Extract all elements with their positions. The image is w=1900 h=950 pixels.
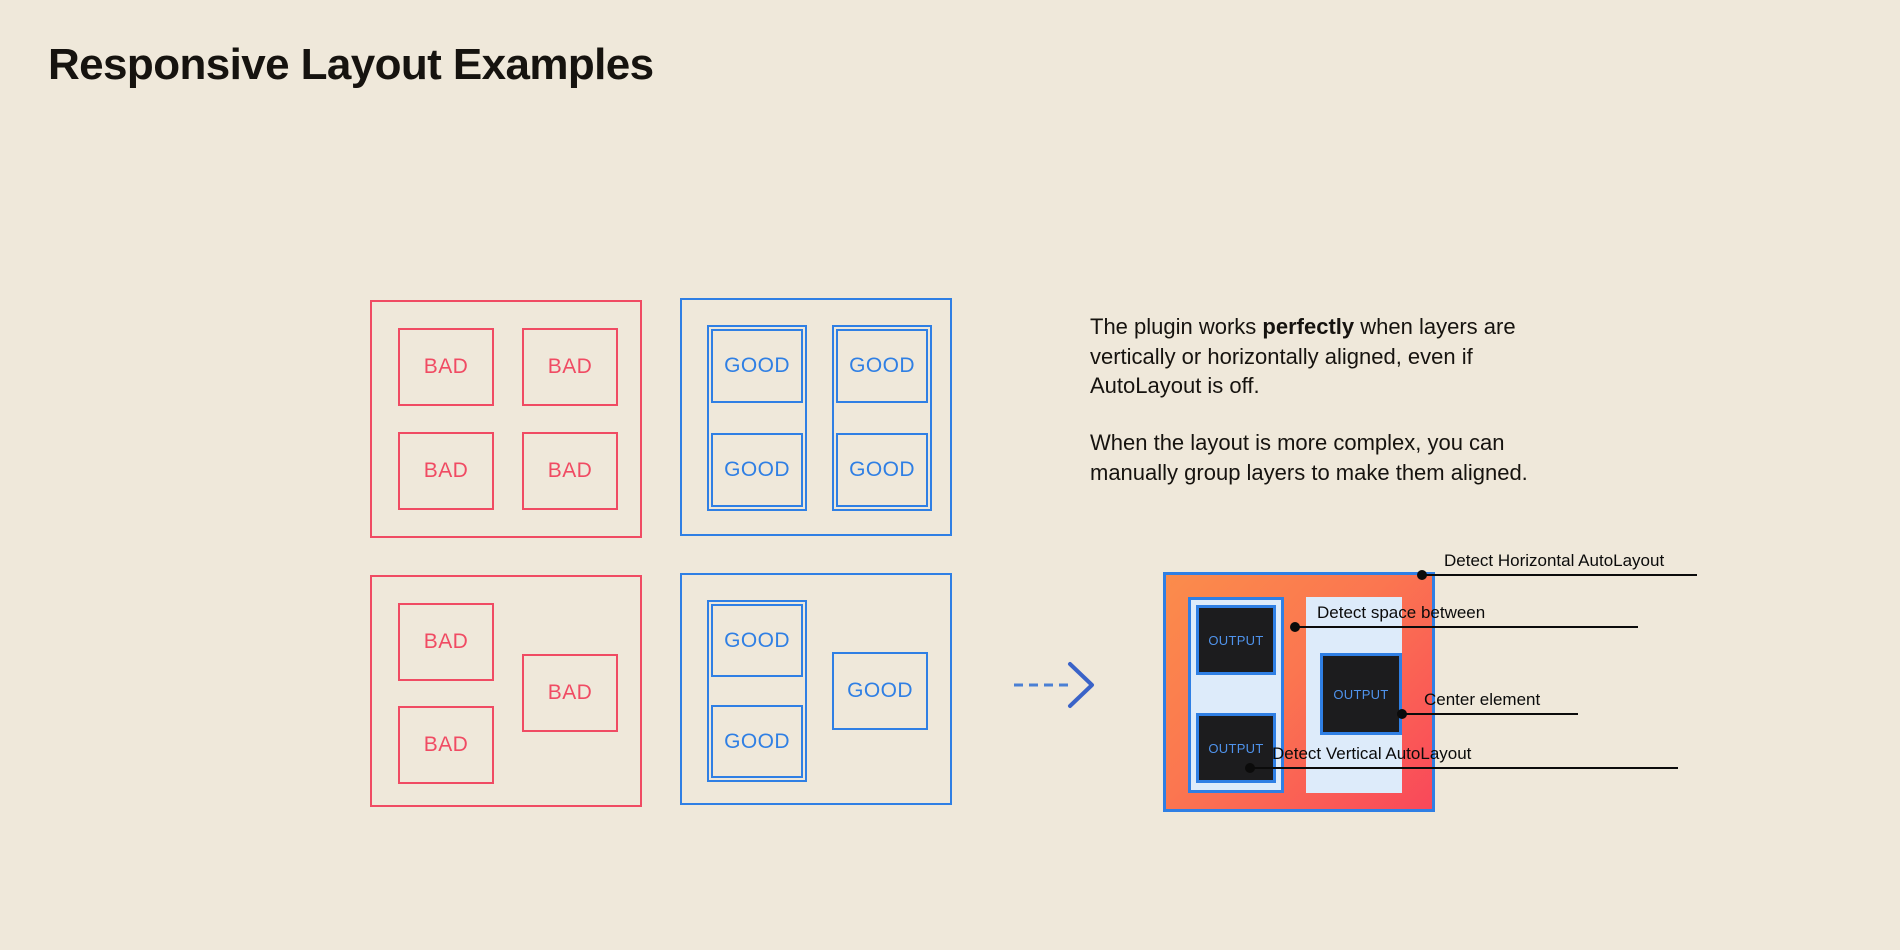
example-box-good: GOOD: [836, 433, 928, 507]
example-box-good: GOOD: [711, 705, 803, 778]
description-paragraph-1: The plugin works perfectly when layers a…: [1090, 312, 1560, 401]
result-column-right: OUTPUT: [1306, 597, 1402, 793]
example-box-bad: BAD: [522, 432, 618, 510]
annotation-detect-horizontal-autolayout: Detect Horizontal AutoLayout: [1417, 551, 1697, 580]
copy-1-before: The plugin works: [1090, 314, 1263, 339]
page-title: Responsive Layout Examples: [48, 40, 654, 89]
example-box-good: GOOD: [711, 329, 803, 403]
example-box-bad: BAD: [522, 328, 618, 406]
example-box-bad: BAD: [398, 328, 494, 406]
example-panel-good-grouped: GOOD GOOD GOOD: [680, 573, 952, 805]
example-box-good: GOOD: [832, 652, 928, 730]
copy-1-emphasis: perfectly: [1262, 314, 1355, 339]
layer-group: [832, 325, 932, 511]
annotation-label: Center element: [1424, 690, 1541, 709]
annotation-label: Detect Horizontal AutoLayout: [1444, 551, 1665, 570]
description-paragraph-2: When the layout is more complex, you can…: [1090, 430, 1528, 485]
annotation-detect-vertical-autolayout: Detect Vertical AutoLayout: [1245, 744, 1678, 773]
example-box-good: GOOD: [836, 329, 928, 403]
result-frame: OUTPUT OUTPUT OUTPUT: [1163, 572, 1435, 812]
example-panel-good-grid: GOOD GOOD GOOD GOOD: [680, 298, 952, 536]
output-box: OUTPUT: [1320, 653, 1402, 735]
copy-1-after: when layers are vertically or horizontal…: [1090, 314, 1516, 398]
example-box-bad: BAD: [398, 432, 494, 510]
example-box-bad: BAD: [398, 603, 494, 681]
dashed-arrow-right-icon: [1012, 660, 1102, 710]
result-column-left: OUTPUT OUTPUT: [1188, 597, 1284, 793]
output-box: OUTPUT: [1196, 605, 1276, 675]
example-box-good: GOOD: [711, 433, 803, 507]
example-panel-bad-grid: BAD BAD BAD BAD: [370, 300, 642, 538]
example-box-bad: BAD: [522, 654, 618, 732]
annotation-center-element: Center element: [1397, 690, 1578, 719]
layer-group: [707, 600, 807, 782]
output-box: OUTPUT: [1196, 713, 1276, 783]
example-box-good: GOOD: [711, 604, 803, 677]
layer-group: [707, 325, 807, 511]
example-panel-bad-scatter: BAD BAD BAD: [370, 575, 642, 807]
example-box-bad: BAD: [398, 706, 494, 784]
annotation-detect-space-between: Detect space between: [1290, 603, 1638, 632]
annotation-label: Detect Vertical AutoLayout: [1272, 744, 1472, 763]
annotation-label: Detect space between: [1317, 603, 1486, 622]
